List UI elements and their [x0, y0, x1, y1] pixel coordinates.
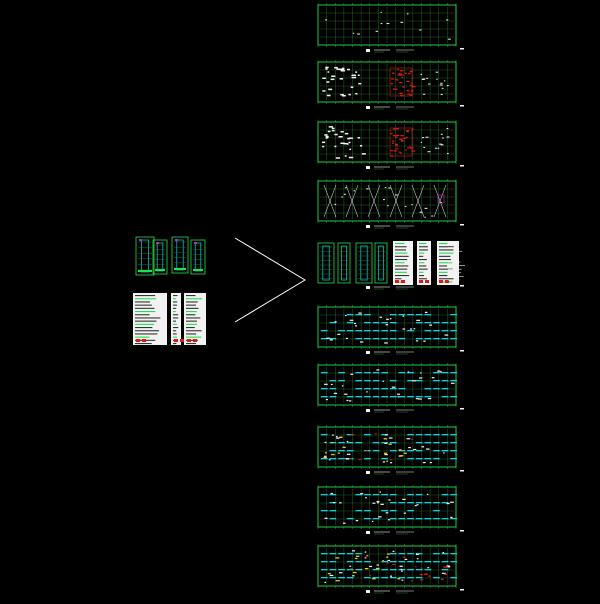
- detail-sheet: [374, 242, 388, 284]
- floor-plan-sheet: [317, 485, 464, 535]
- floor-plan-sheet: [317, 241, 466, 290]
- chevron-right-arrow-icon: [234, 237, 306, 323]
- detail-sheet: [184, 293, 206, 345]
- detail-sheet: [417, 241, 431, 285]
- floor-plan-sheet: [317, 544, 464, 594]
- detail-sheet: [171, 293, 184, 345]
- detail-sheet: [337, 242, 351, 284]
- detail-sheet: [437, 241, 459, 285]
- detail-sheet: [135, 236, 155, 276]
- floor-plan-sheet: [317, 120, 464, 170]
- detail-sheet: [133, 293, 167, 345]
- detail-sheet: [171, 236, 189, 274]
- floor-plan-sheet: [317, 305, 464, 355]
- detail-sheet-cluster: [133, 236, 206, 345]
- floor-plan-sheet: [317, 425, 464, 475]
- detail-sheet: [152, 239, 168, 275]
- floor-plan-sheet: [317, 3, 464, 53]
- detail-sheet: [317, 242, 335, 284]
- floor-plan-sheet: [317, 60, 464, 110]
- floor-plan-sheet: [317, 363, 464, 413]
- chevron-right-arrow-stroke: [234, 237, 306, 323]
- detail-sheet: [393, 241, 413, 285]
- detail-sheet: [190, 239, 206, 275]
- floor-plan-sheet-stack: [317, 3, 466, 594]
- floor-plan-sheet: [317, 179, 464, 229]
- detail-sheet: [355, 242, 373, 284]
